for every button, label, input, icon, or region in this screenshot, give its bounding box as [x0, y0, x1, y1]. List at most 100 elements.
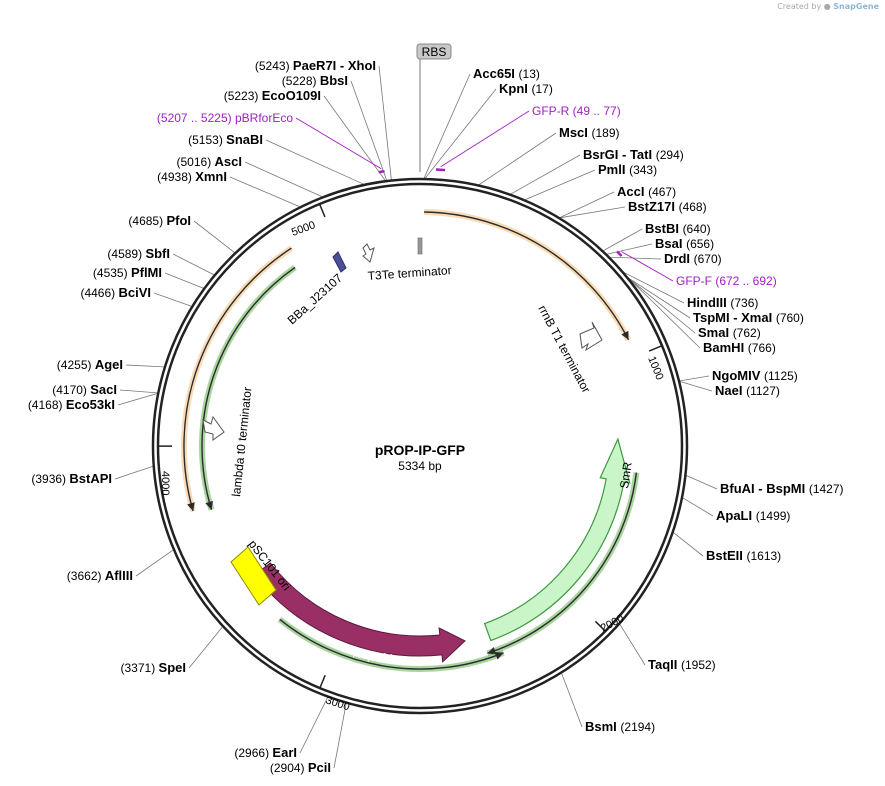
site-position: (2904) — [270, 761, 308, 775]
primer-label[interactable]: (5207 .. 5225) pBRforEco — [157, 111, 293, 125]
restriction-site-label[interactable]: BsrGI - TatI (294) — [583, 147, 684, 162]
restriction-site-label[interactable]: (4168) Eco53kI — [28, 397, 115, 412]
restriction-site-label[interactable]: BstZ17I (468) — [628, 199, 707, 214]
restriction-site-label[interactable]: NgoMIV (1125) — [712, 368, 798, 383]
restriction-site-label[interactable]: ApaLI (1499) — [716, 508, 790, 523]
restriction-site-label[interactable]: DrdI (670) — [664, 251, 722, 266]
primer-binding-arc[interactable] — [435, 168, 446, 172]
smr-feature-arrow[interactable] — [483, 437, 631, 642]
bba-j23107-label: BBa_J23107 — [285, 271, 346, 328]
green-left-arc[interactable] — [201, 266, 296, 510]
restriction-site-label[interactable]: HindIII (736) — [687, 295, 758, 310]
green-left-arc-arrowhead — [205, 500, 214, 510]
restriction-site-label[interactable]: (5243) PaeR7I - XhoI — [255, 58, 376, 73]
restriction-site-label[interactable]: SmaI (762) — [698, 325, 761, 340]
rbs-marker[interactable] — [417, 237, 423, 255]
restriction-site-label[interactable]: TspMI - XmaI (760) — [693, 310, 804, 325]
restriction-site-label[interactable]: (4589) SbfI — [107, 246, 170, 261]
restriction-site-label[interactable]: (5223) EcoO109I — [224, 88, 321, 103]
restriction-site-label[interactable]: KpnI (17) — [499, 81, 553, 96]
t3te-terminator-label: T3Te terminator — [367, 263, 452, 283]
scale-tick — [318, 674, 326, 690]
restriction-site-label[interactable]: Acc65I (13) — [473, 66, 540, 81]
primer-label[interactable]: GFP-R (49 .. 77) — [532, 104, 621, 118]
site-position: (2966) — [234, 746, 272, 760]
primer-range: (672 .. 692) — [715, 274, 776, 288]
rep101-green-arc[interactable] — [279, 618, 504, 670]
site-leader — [114, 465, 153, 480]
restriction-site-label[interactable]: BsaI (656) — [655, 236, 714, 251]
restriction-site-label[interactable]: NaeI (1127) — [715, 383, 780, 398]
primer-binding-arc[interactable] — [616, 250, 623, 257]
site-name: AgeI — [95, 357, 123, 372]
restriction-site-label[interactable]: (3662) AflIII — [67, 568, 133, 583]
site-name: BstEII — [706, 548, 746, 563]
restriction-site-label[interactable]: (5228) BbsI — [282, 73, 348, 88]
t3te-terminator-arrow[interactable] — [362, 243, 375, 263]
site-name: MscI — [559, 125, 592, 140]
rrnb-terminator-arrow[interactable] — [579, 321, 603, 352]
restriction-site-label[interactable]: (4685) PfoI — [128, 213, 191, 228]
site-leader — [679, 381, 713, 392]
site-name: SnaBI — [226, 132, 263, 147]
restriction-site-label[interactable]: MscI (189) — [559, 125, 620, 140]
restriction-site-label[interactable]: (4255) AgeI — [57, 357, 123, 372]
site-leader — [265, 139, 364, 185]
site-position: (762) — [733, 326, 761, 340]
restriction-site-label[interactable]: BsmI (2194) — [585, 719, 655, 734]
site-position: (4255) — [57, 358, 95, 372]
bba-j23107-promoter[interactable] — [332, 251, 347, 273]
primer-leader — [621, 251, 674, 282]
restriction-site-label[interactable]: (5016) AscI — [177, 154, 243, 169]
restriction-site-label[interactable]: BstEII (1613) — [706, 548, 781, 563]
site-leader — [299, 697, 328, 754]
psc101-ori-block[interactable] — [230, 546, 277, 606]
restriction-site-label[interactable]: (3936) BstAPI — [31, 471, 112, 486]
restriction-site-label[interactable]: (4938) XmnI — [157, 169, 227, 184]
restriction-site-label[interactable]: BstBI (640) — [645, 221, 711, 236]
primer-binding-arc[interactable] — [378, 170, 385, 174]
rep101-feature-arrow[interactable] — [253, 562, 466, 663]
restriction-site-label[interactable]: (4466) BciVI — [80, 285, 151, 300]
restriction-site-label[interactable]: (2904) PciI — [270, 760, 331, 775]
lambda-terminator-arrow[interactable] — [202, 415, 225, 441]
restriction-site-label[interactable]: (4535) PflMI — [93, 265, 162, 280]
site-leader — [125, 364, 164, 368]
site-position: (3371) — [121, 661, 159, 675]
primer-leader — [295, 117, 382, 170]
restriction-site-label[interactable]: (3371) SpeI — [121, 660, 187, 675]
restriction-site-label[interactable]: BfuAI - BspMI (1427) — [720, 481, 844, 496]
restriction-site-label[interactable]: (2966) EarI — [234, 745, 297, 760]
restriction-site-label[interactable]: BamHI (766) — [703, 340, 776, 355]
site-name: BstAPI — [69, 471, 112, 486]
site-leader — [629, 278, 696, 334]
restriction-site-label[interactable]: (5153) SnaBI — [188, 132, 263, 147]
rbs-label-box[interactable] — [416, 43, 452, 60]
site-position: (2194) — [620, 720, 655, 734]
site-position: (3662) — [67, 569, 105, 583]
site-position: (4685) — [128, 214, 166, 228]
restriction-site-label[interactable]: TaqII (1952) — [648, 657, 716, 672]
primer-label[interactable]: GFP-F (672 .. 692) — [676, 274, 777, 288]
site-position: (640) — [683, 222, 711, 236]
scale-tick — [594, 620, 607, 633]
restriction-site-label[interactable]: PmlI (343) — [598, 162, 657, 177]
restriction-site-label[interactable]: AccI (467) — [617, 184, 676, 199]
scale-tick-label: 4000 — [159, 471, 171, 495]
orange-left-arc[interactable] — [183, 247, 292, 512]
restriction-site-label[interactable]: (4170) SacI — [52, 382, 117, 397]
site-position: (294) — [656, 148, 684, 162]
site-name: BamHI — [703, 340, 748, 355]
smr-green-arc[interactable] — [487, 472, 638, 654]
site-position: (467) — [648, 185, 676, 199]
orange-feature-arc-glow — [424, 209, 632, 342]
site-leader — [607, 243, 653, 255]
site-leader — [478, 132, 557, 185]
orange-feature-arc[interactable] — [424, 211, 630, 341]
site-leader — [682, 497, 714, 517]
site-leader — [559, 191, 615, 218]
site-leader — [560, 206, 626, 219]
site-position: (17) — [532, 82, 553, 96]
site-leader — [686, 475, 718, 490]
site-leader — [619, 624, 646, 666]
